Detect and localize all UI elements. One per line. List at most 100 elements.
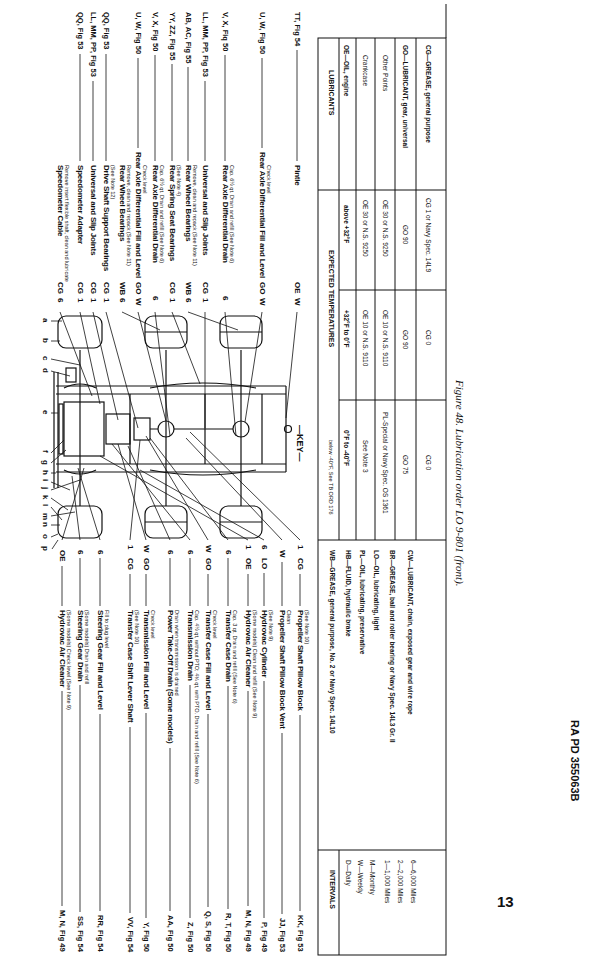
lubricant-code: 6 — [183, 298, 192, 302]
key-table-grid — [446, 4, 447, 38]
lubrication-point-name: Universal and Slip Joints — [200, 165, 209, 255]
lubricant-code: 1 — [75, 298, 84, 302]
key-table-text: M—Monthly — [368, 860, 375, 895]
figure-reference: QQ, Fig 53 — [102, 12, 111, 50]
service-note: (Some models) Drain and refill — [84, 610, 90, 684]
lubricant-code: CG — [88, 282, 97, 294]
lubrication-point-name: Hydrovac Air Cleaner — [243, 610, 252, 687]
lubrication-point-name: Transfer Case Fill and Level — [203, 610, 212, 710]
leader-line — [300, 574, 301, 606]
service-note: Check level — [150, 610, 156, 638]
key-table-text: 0°F to -40°F — [342, 430, 349, 466]
figure-reference: U, W, Fig 50 — [134, 12, 143, 54]
key-table-text: OE 10 or N.S. 9110 — [361, 310, 368, 366]
lubricant-code: 1 — [167, 298, 176, 302]
key-table-text: 6—6,000 Miles — [409, 860, 416, 903]
lubrication-point-name: Speedometer Cable — [55, 165, 64, 236]
lubrication-point-name: Propeller Shaft Pillow Block — [295, 610, 304, 711]
lubrication-point-name: Transmission Fill and Level — [141, 610, 150, 709]
key-table-text: CG—GREASE, general purpose — [424, 45, 431, 143]
figure-reference: M, N, Fig 49 — [58, 910, 67, 952]
leader-line — [80, 54, 81, 161]
lubricant-code: W — [203, 545, 212, 553]
key-table-grid — [375, 38, 376, 540]
lubricant-code: 6 — [223, 550, 232, 554]
leader-line — [205, 81, 206, 161]
callout-letter: o — [40, 534, 49, 539]
key-table-text: BR—GREASE, ball and roller bearing or Na… — [388, 550, 395, 743]
figure-reference: Z, Fig 50 — [186, 922, 195, 952]
lubrication-point-name: Steering Gear Drain — [75, 610, 84, 681]
service-note: Check level — [142, 165, 148, 193]
truck-chassis — [285, 426, 292, 433]
key-table-text: W—Weekly — [356, 860, 363, 894]
service-note: Cap. 3 qt. Drain and refill (See Note 6) — [232, 610, 238, 704]
lubricant-code: 6 — [75, 550, 84, 554]
leader-line — [62, 432, 300, 540]
lubrication-point-name: Speedometer Adapter — [75, 165, 84, 244]
lubrication-point-name: Rear Axle Differential Fill and Level — [257, 152, 266, 278]
callout-letter: e — [40, 410, 49, 414]
lubrication-point-name: Steering Gear Fill and Level — [95, 610, 104, 710]
key-table-text: CG 0 — [424, 330, 431, 345]
leader-line — [100, 558, 101, 606]
leader-line — [264, 573, 265, 606]
figure-reference: R, T, Fig 50 — [224, 913, 233, 952]
service-note: (Some models) Clean and refill (See Note… — [252, 610, 258, 718]
service-note: Clean — [286, 610, 292, 624]
lubricant-code: W — [133, 298, 142, 306]
lubrication-point-name: Power Take-Off Drain (Some models) — [165, 610, 174, 744]
figure-reference: P, Fig 49 — [260, 922, 269, 952]
truck-chassis — [150, 428, 233, 429]
key-table-grid — [318, 540, 446, 541]
leader-line — [146, 574, 147, 606]
figure-reference: JJ, Fig 53 — [278, 918, 287, 952]
callout-letter: a — [40, 318, 49, 322]
lubricant-code: CG — [55, 282, 64, 294]
leader-line — [146, 713, 147, 918]
service-note: Cap. 6½ qt. Drain and refill (See Note 6… — [159, 165, 165, 263]
lubricant-code: 6 — [117, 298, 126, 302]
callout-letter: d — [40, 368, 49, 373]
callout-letter: j — [40, 487, 49, 489]
service-note: Remove insert flexible shaft, clean and … — [64, 165, 70, 282]
leader-line — [93, 81, 94, 161]
lubricant-code: W — [277, 550, 286, 558]
callout-letter: m — [40, 513, 49, 520]
lubrication-point-name: Rear Axle Differential Drain — [220, 165, 229, 263]
key-table-text: LUBRICANTS — [327, 70, 335, 116]
lubricant-code: 6 — [95, 550, 104, 554]
key-table-text: INTERVALS — [328, 870, 336, 909]
key-table-text: Other Points — [381, 55, 388, 91]
leader-line — [300, 715, 301, 911]
service-note: (See Note 9) — [268, 610, 274, 641]
leader-line — [188, 67, 189, 161]
leader-line — [262, 58, 263, 148]
callout-letter: f — [40, 450, 49, 453]
truck-chassis — [58, 506, 102, 538]
callout-letter: h — [40, 470, 49, 475]
callout-letter: l — [40, 504, 49, 506]
service-note: Drain when transmission is drained — [174, 610, 180, 696]
key-table-text: Crankcase — [361, 55, 368, 86]
key-table-text: D—Daily — [344, 860, 351, 886]
figure-reference: YY, ZZ, Fig 55 — [168, 12, 177, 60]
lubricant-code: 6 — [55, 298, 64, 302]
lubricant-code: W — [257, 298, 266, 306]
service-note: Fill to plug level — [104, 610, 110, 648]
figure-reference: AB, AC, Fig 55 — [184, 12, 193, 63]
key-table-grid — [395, 38, 396, 540]
lubricant-code: CG — [167, 282, 176, 294]
leader-line — [138, 58, 139, 148]
leader-line — [106, 54, 107, 161]
key-table-grid — [318, 850, 446, 851]
key-table-text: GO 90 — [401, 330, 408, 349]
key-table-text: below -40°F, See TB ORD 176 — [328, 440, 334, 515]
lubricant-code: WB — [117, 282, 126, 295]
lubricant-code: OE — [292, 282, 301, 294]
leader-line — [170, 748, 171, 911]
callout-letter: c — [40, 356, 49, 360]
service-note: (Some models) Check level (See Note 9) — [66, 610, 72, 710]
figure-reference: QQ, Fig 53 — [76, 12, 85, 50]
